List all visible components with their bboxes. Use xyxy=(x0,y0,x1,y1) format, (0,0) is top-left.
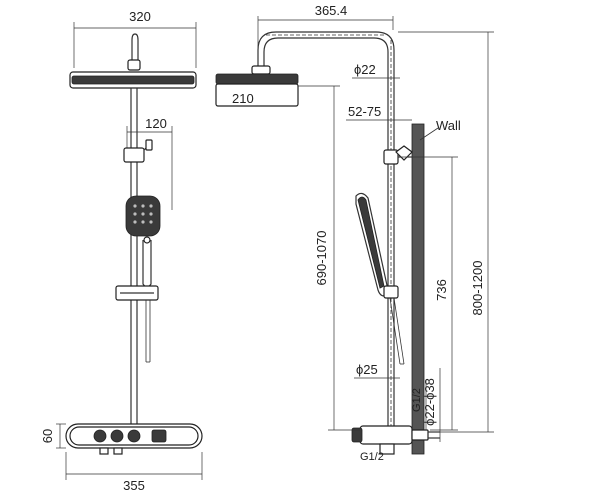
body-height-dimension: 60 xyxy=(40,423,66,449)
arm-length-label: 365.4 xyxy=(315,3,348,18)
outlet-thread-label: G1/2 xyxy=(360,451,384,463)
wall-connector xyxy=(411,429,440,441)
lower-diameter-dimension: ϕ25 xyxy=(354,362,400,379)
front-hose xyxy=(145,300,151,363)
thermostat-side: G1/2 xyxy=(351,425,413,463)
head-length-label: 210 xyxy=(232,91,254,106)
upper-diameter-dimension: ϕ22 xyxy=(352,62,400,79)
total-height-label: 800-1200 xyxy=(470,261,485,316)
side-hose xyxy=(389,297,405,365)
side-view: 365.4 210 ϕ22 52-75 xyxy=(215,3,494,463)
body-width-dimension: 355 xyxy=(65,452,203,493)
wall-gap-label: 52-75 xyxy=(348,104,381,119)
wall-gap-dimension: 52-75 xyxy=(346,104,412,121)
front-view: 320 120 xyxy=(40,9,203,493)
overhead-arm xyxy=(257,31,395,430)
rain-head-side: 210 xyxy=(215,65,340,107)
hand-shower-side xyxy=(355,192,389,297)
body-height-label: 60 xyxy=(40,429,55,443)
spout-depth-dimension: 120 xyxy=(126,116,173,210)
hand-shower-front xyxy=(125,195,161,288)
wall-label: Wall xyxy=(436,118,461,133)
side-slider xyxy=(383,285,399,299)
front-main-pipe xyxy=(130,88,138,428)
head-width-label: 320 xyxy=(129,9,151,24)
connector-diameter-label: ϕ22-ϕ38 xyxy=(422,378,437,426)
height-range-dimension: 690-1070 xyxy=(314,86,360,431)
upper-diameter-label: ϕ22 xyxy=(354,62,376,77)
total-height-dimension: 800-1200 xyxy=(398,31,494,433)
arm-length-dimension: 365.4 xyxy=(257,3,394,70)
spout-depth-label: 120 xyxy=(145,116,167,131)
lower-diameter-label: ϕ25 xyxy=(356,362,378,377)
body-width-label: 355 xyxy=(123,478,145,493)
height-736-dimension: 736 xyxy=(400,156,458,431)
front-slider xyxy=(115,285,159,301)
rain-head-front xyxy=(69,33,197,89)
height-736-label: 736 xyxy=(434,279,449,301)
front-bracket xyxy=(123,139,153,163)
thread-dimension: G1/2 xyxy=(411,380,427,430)
thermostat-front xyxy=(65,423,203,455)
thread-size-label: G1/2 xyxy=(411,388,423,412)
head-width-dimension: 320 xyxy=(73,9,197,68)
wall: Wall xyxy=(411,118,461,455)
height-range-label: 690-1070 xyxy=(314,231,329,286)
